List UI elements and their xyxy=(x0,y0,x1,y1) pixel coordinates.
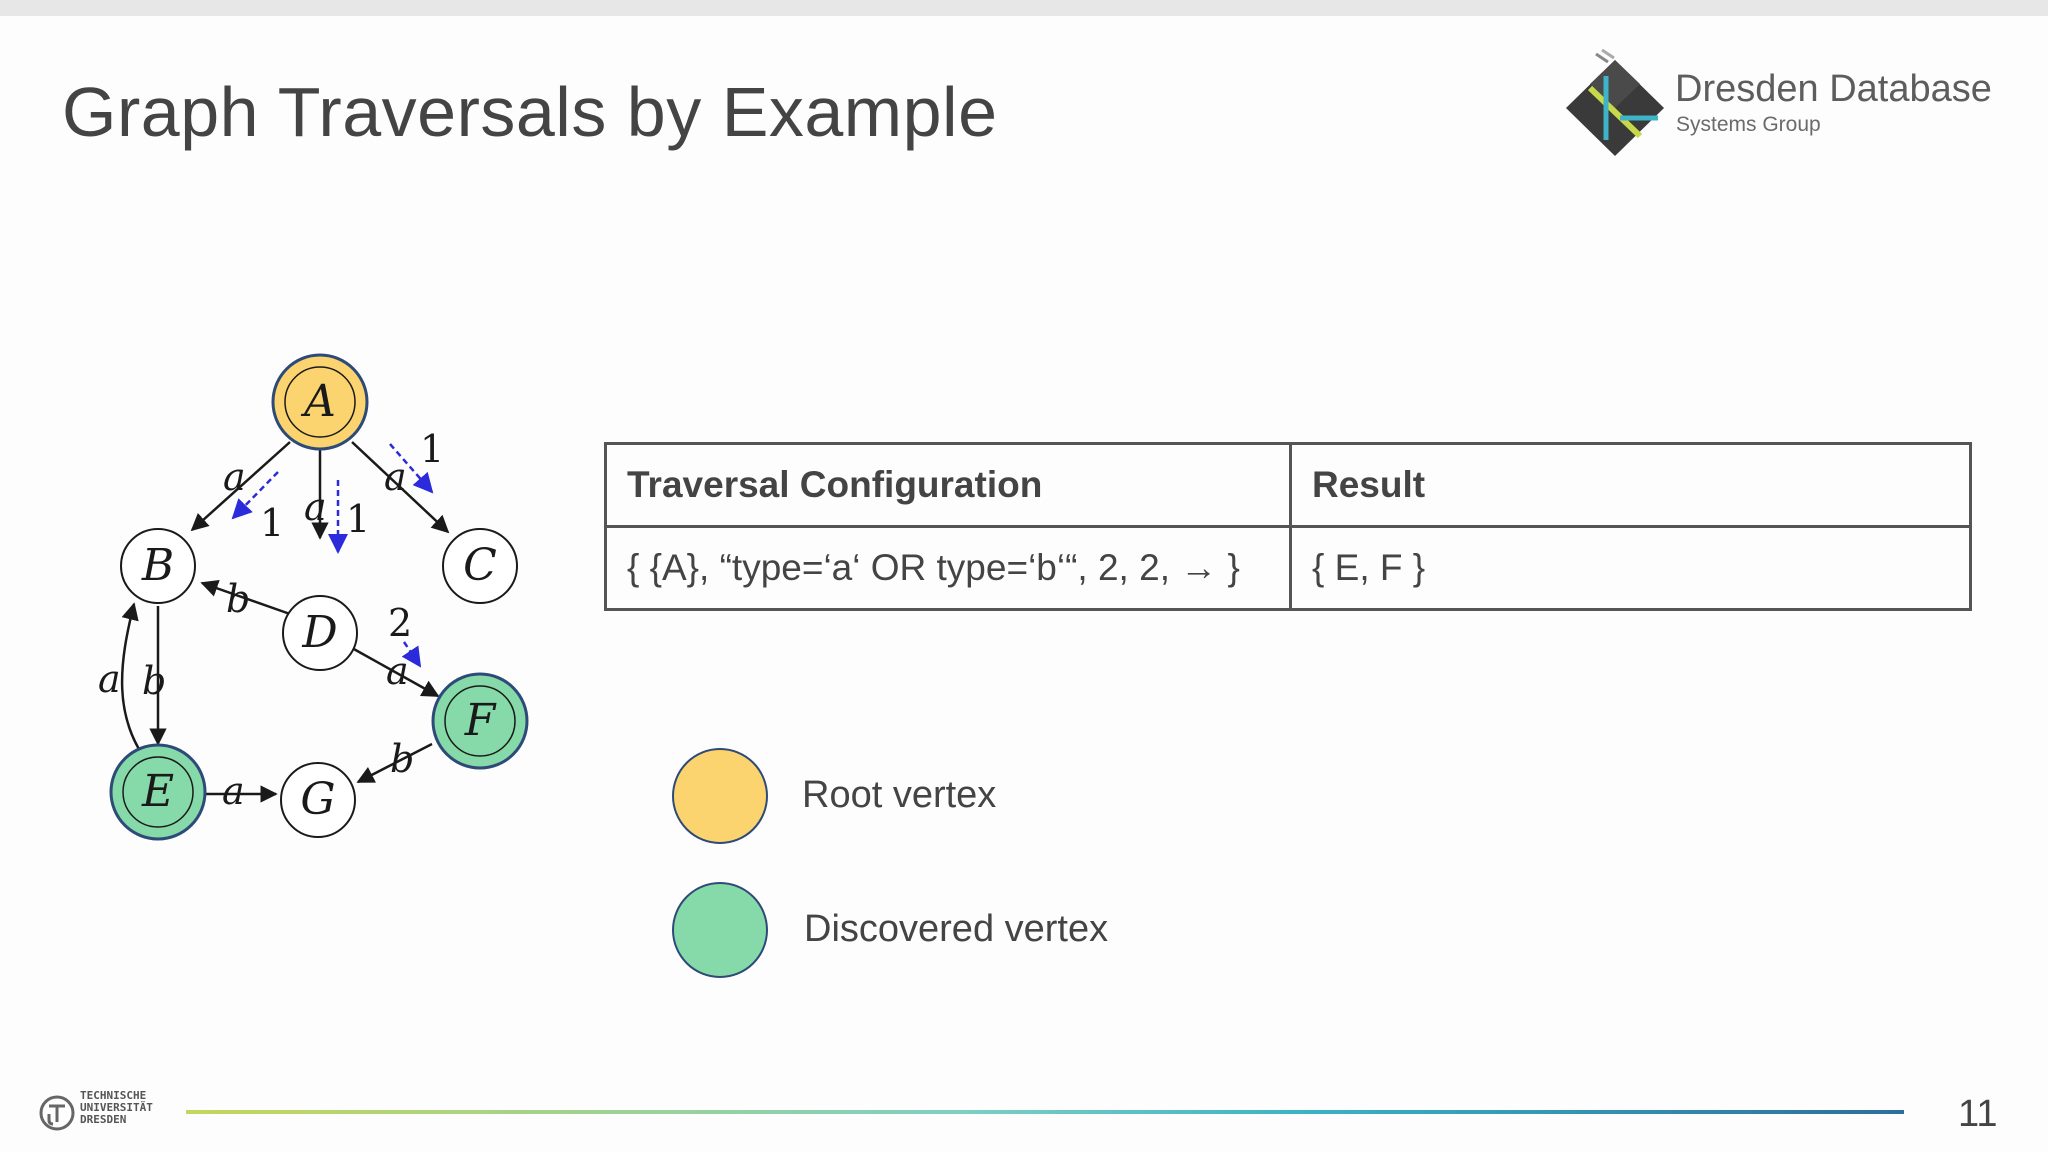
legend-label-root: Root vertex xyxy=(802,774,997,816)
vertex-e: E xyxy=(109,743,207,841)
footer-divider xyxy=(186,1110,1904,1114)
edge-labels: a a a b a b a a b xyxy=(98,455,414,813)
edge-label-f-g: b xyxy=(390,737,414,781)
vertex-label-c: C xyxy=(463,540,497,591)
logo-sub-text: Systems Group xyxy=(1676,113,1821,136)
step-label-a-c: 1 xyxy=(420,427,444,471)
graph-vertices: A B C D E F xyxy=(109,353,529,841)
tu-dresden-logo: TECHNISCHE UNIVERSITÄT DRESDEN xyxy=(38,1090,168,1138)
vertex-f: F xyxy=(431,672,529,770)
edge-label-d-b: b xyxy=(226,577,250,621)
traversal-arrow-a-c xyxy=(389,443,434,494)
tu-text-line-1: TECHNISCHE xyxy=(80,1089,147,1102)
tu-text-line-2: UNIVERSITÄT xyxy=(80,1101,153,1114)
table-header-row: Traversal Configuration Result xyxy=(604,442,1972,528)
table-cell-result: { E, F } xyxy=(1289,525,1972,611)
edge-a-c xyxy=(351,441,450,534)
edge-label-a-b: a xyxy=(223,455,246,499)
step-label-d-f: 2 xyxy=(388,601,412,645)
traversal-config-table: Traversal Configuration Result { {A}, “t… xyxy=(604,442,1972,611)
logo-main-text: Dresden Database xyxy=(1675,68,1992,110)
step-label-a-d: 1 xyxy=(346,497,370,541)
vertex-label-b: B xyxy=(141,540,174,591)
vertex-label-f: F xyxy=(464,695,497,746)
legend-label-discovered: Discovered vertex xyxy=(804,908,1109,950)
edge-label-a-d: a xyxy=(304,485,327,529)
table-header-configuration: Traversal Configuration xyxy=(604,442,1292,528)
vertex-label-e: E xyxy=(141,766,174,817)
edge-label-e-b: a xyxy=(98,657,121,701)
edge-label-a-c: a xyxy=(384,455,407,499)
edge-a-b xyxy=(190,441,291,532)
page-number: 11 xyxy=(1958,1093,1998,1135)
vertex-d: D xyxy=(282,595,358,671)
logo-diamond-icon xyxy=(1566,48,1664,156)
tu-seal-icon xyxy=(39,1095,75,1131)
step-labels: 1 1 1 2 xyxy=(260,427,444,645)
vertex-a: A xyxy=(271,353,369,451)
vertex-g: G xyxy=(280,762,356,838)
step-label-a-b: 1 xyxy=(260,501,284,545)
traversal-arrows xyxy=(231,443,434,668)
edge-label-e-g: a xyxy=(222,769,245,813)
legend-swatch-discovered xyxy=(672,882,768,978)
traversal-graph: a a a b a b a a b 1 1 1 2 A B xyxy=(98,353,529,841)
legend-swatch-root xyxy=(672,748,768,844)
graph-edges xyxy=(120,441,450,803)
vertex-b: B xyxy=(120,528,196,604)
table-row: { {A}, “type=‘a‘ OR type=‘b‘“, 2, 2, → }… xyxy=(604,525,1972,611)
vertex-label-d: D xyxy=(301,607,337,658)
top-bar xyxy=(0,0,2048,16)
table-cell-configuration: { {A}, “type=‘a‘ OR type=‘b‘“, 2, 2, → } xyxy=(604,525,1292,611)
edge-f-g xyxy=(356,742,433,784)
table-header-result: Result xyxy=(1289,442,1972,528)
vertex-label-a: A xyxy=(300,376,336,427)
slide-title: Graph Traversals by Example xyxy=(62,73,998,151)
dresden-database-logo: Dresden Database Systems Group xyxy=(1560,48,2000,168)
edge-d-b xyxy=(200,579,291,616)
edge-label-d-f: a xyxy=(386,649,409,693)
traversal-arrow-d-f xyxy=(401,641,422,668)
traversal-arrow-a-b xyxy=(231,471,279,520)
edge-label-b-e: b xyxy=(142,659,166,703)
tu-dresden-text: TECHNISCHE UNIVERSITÄT DRESDEN xyxy=(80,1090,153,1126)
vertex-c: C xyxy=(442,528,518,604)
tu-text-line-3: DRESDEN xyxy=(80,1113,127,1126)
edge-d-f xyxy=(351,646,440,698)
vertex-label-g: G xyxy=(300,774,335,825)
